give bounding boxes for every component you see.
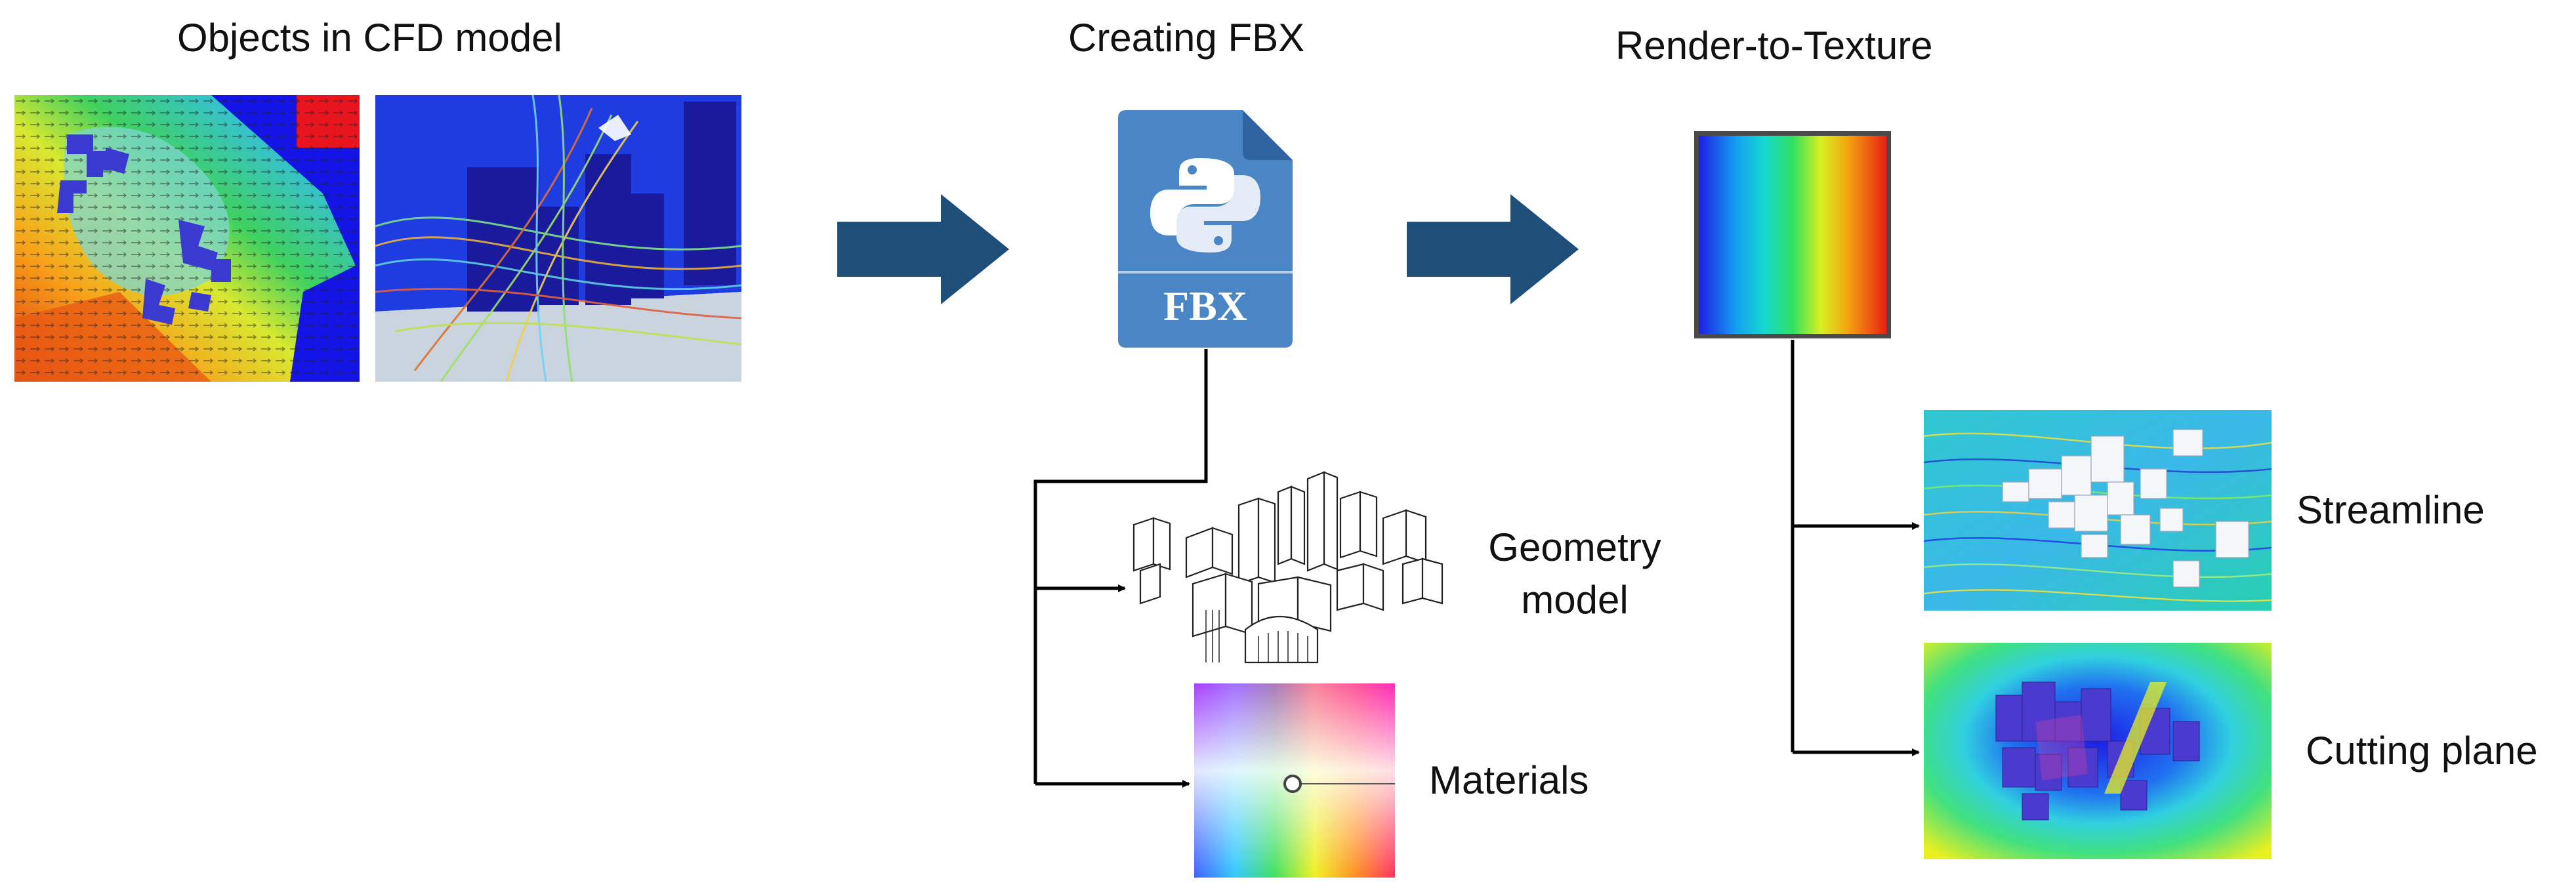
cutting-plane-render-image bbox=[1924, 643, 2272, 859]
streamline-render-image bbox=[1924, 410, 2272, 611]
geometry-model-label-line1: Geometry bbox=[1488, 525, 1661, 569]
geometry-model-image bbox=[1127, 466, 1451, 677]
creating-fbx-title: Creating FBX bbox=[1068, 16, 1305, 60]
cfd-streamline-image bbox=[375, 95, 741, 382]
streamline-label: Streamline bbox=[2296, 488, 2485, 532]
material-color-picker bbox=[1194, 683, 1395, 878]
rainbow-texture bbox=[1694, 131, 1891, 338]
geometry-model-label-line2: model bbox=[1521, 578, 1629, 622]
flow-arrow-2 bbox=[1407, 194, 1579, 304]
fbx-badge-text: FBX bbox=[1163, 283, 1247, 329]
cfd-objects-title: Objects in CFD model bbox=[177, 16, 562, 60]
cutting-plane-label: Cutting plane bbox=[2306, 729, 2538, 773]
geometry-model-label: Geometry model bbox=[1476, 521, 1673, 626]
render-to-texture-title: Render-to-Texture bbox=[1615, 24, 1933, 68]
materials-label: Materials bbox=[1429, 758, 1589, 802]
flow-arrow-1 bbox=[837, 194, 1009, 304]
cfd-contour-image bbox=[14, 95, 360, 382]
python-file-icon: FBX bbox=[1118, 110, 1293, 348]
